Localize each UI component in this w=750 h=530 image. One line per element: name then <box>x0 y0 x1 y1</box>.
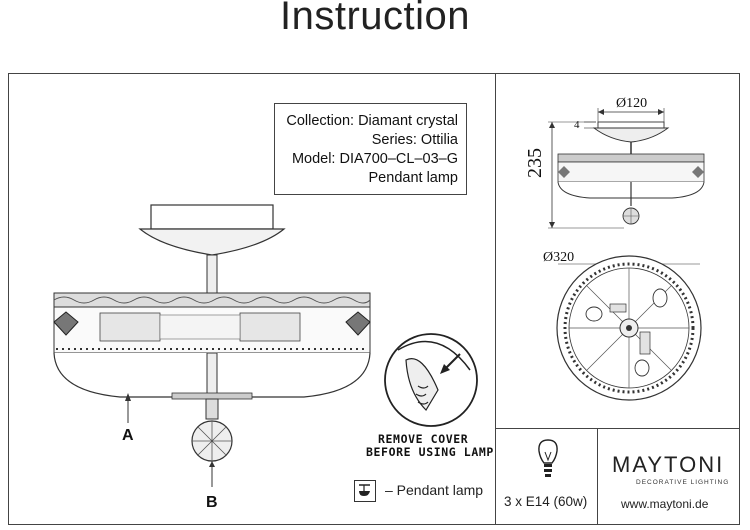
page-title: Instruction <box>279 0 471 38</box>
label-b: B <box>206 494 218 511</box>
warning-line1: REMOVE COVER <box>378 432 469 446</box>
collection-text: Collection: Diamant crystal <box>286 113 458 129</box>
model-text: Model: DIA700–CL–03–G <box>291 151 458 167</box>
dimension-drawings <box>548 108 705 401</box>
warning-line2: BEFORE USING LAMP <box>366 445 494 459</box>
bulb-icon <box>538 439 558 477</box>
drawing-frame <box>8 73 740 525</box>
legend-text: – Pendant lamp <box>385 482 484 498</box>
dim-height: 235 <box>524 148 546 178</box>
brand-website: www.maytoni.de <box>621 497 709 511</box>
pendant-lamp-icon <box>354 480 376 502</box>
bulb-spec: 3 x E14 (60w) <box>504 494 588 509</box>
dim-canopy-height: 4 <box>574 119 580 131</box>
dim-top-diameter: Ø120 <box>616 96 648 111</box>
footer-divider-vertical <box>597 428 598 525</box>
lamp-front-drawing <box>53 204 371 487</box>
series-text: Series: Ottilia <box>371 132 458 148</box>
product-info-box: Collection: Diamant crystal Series: Otti… <box>274 103 467 195</box>
type-text: Pendant lamp <box>368 170 458 186</box>
footer-divider <box>495 428 740 429</box>
brand-tagline: DECORATIVE LIGHTING <box>636 479 730 486</box>
label-a: A <box>122 427 134 444</box>
dim-diameter: Ø320 <box>543 250 575 265</box>
remove-cover-illustration <box>384 333 478 427</box>
panel-divider <box>495 73 496 525</box>
brand-logo: MAYTONI <box>612 452 725 477</box>
